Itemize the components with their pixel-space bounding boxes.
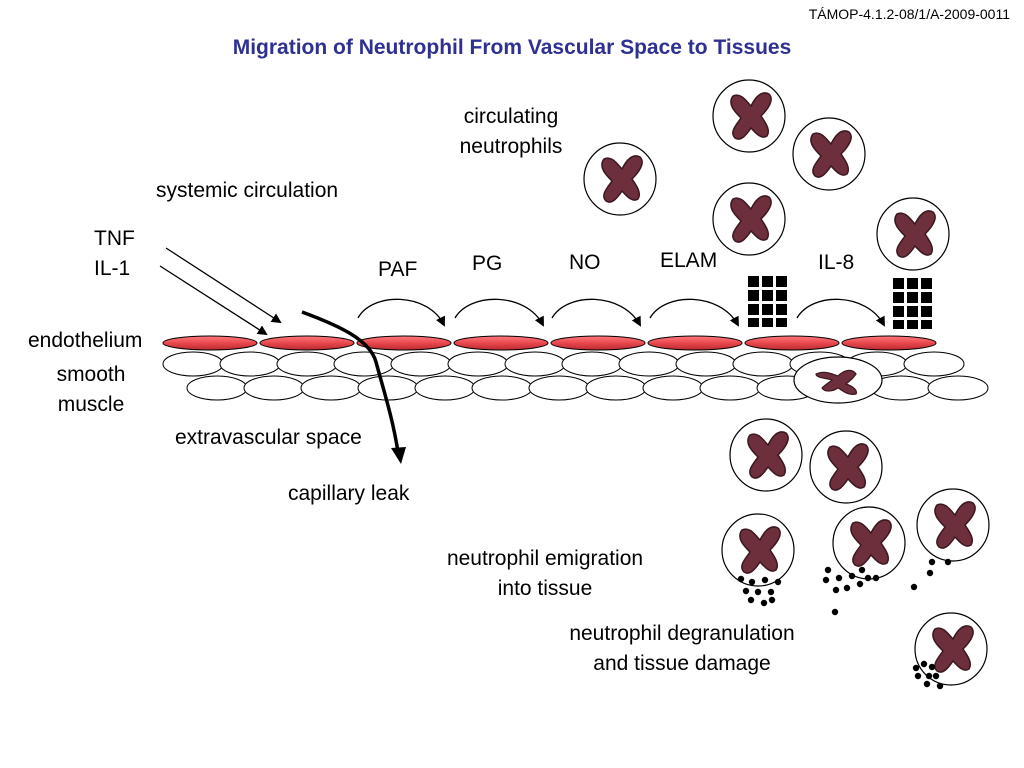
- neutrophil-cell: [583, 142, 657, 216]
- neutrophil-cell: [876, 197, 950, 271]
- neutrophil-emigration-label: neutrophil emigration into tissue: [446, 547, 644, 600]
- tnf-label: TNF: [94, 227, 135, 250]
- neutrophil-cell: [809, 430, 883, 504]
- neutrophil-degranulation-label: neutrophil degranulation and tissue dama…: [569, 622, 795, 675]
- neutrophil-cell: [712, 182, 786, 256]
- il1-label: IL-1: [94, 257, 131, 280]
- tnf-arrow: [165, 247, 282, 324]
- circulating-neutrophils-label: circulating neutrophils: [459, 105, 563, 158]
- released-granules: [737, 558, 952, 690]
- mediator-label: PG: [472, 252, 503, 275]
- neutrophil-cell: [792, 117, 866, 191]
- diagram-title: Migration of Neutrophil From Vascular Sp…: [232, 36, 792, 59]
- capillary-leak-label: capillary leak: [288, 482, 410, 505]
- mediator-label: IL-8: [818, 251, 855, 274]
- cascade-arrow-1: [357, 298, 445, 327]
- neutrophil-cell: [721, 513, 795, 587]
- elam-receptor-block: [748, 276, 787, 327]
- neutrophil-cell: [914, 612, 988, 686]
- smooth-muscle-label: smooth muscle: [56, 363, 126, 416]
- migrating-neutrophil: [793, 356, 883, 404]
- il1-arrow: [159, 265, 268, 336]
- extravascular-space-label: extravascular space: [175, 426, 362, 449]
- il8-receptor-block: [893, 278, 932, 329]
- capillary-leak-arrowhead: [391, 447, 406, 464]
- mediator-label: ELAM: [660, 249, 718, 272]
- mediator-label: NO: [569, 251, 601, 274]
- cascade-arrow-3: [551, 298, 641, 327]
- neutrophil-cell: [832, 506, 906, 580]
- capillary-leak-arrow: [301, 310, 400, 453]
- cascade-arrow-4: [649, 298, 739, 327]
- endothelium-layer: [162, 335, 937, 351]
- neutrophil-cell: [729, 418, 803, 492]
- cascade-arrow-2: [454, 298, 544, 327]
- neutrophil-cell: [916, 488, 990, 562]
- mediator-label: PAF: [378, 258, 418, 281]
- project-code-label: TÁMOP-4.1.2-08/1/A-2009-0011: [808, 6, 1010, 22]
- systemic-circulation-label: systemic circulation: [156, 179, 339, 202]
- neutrophil-cell: [712, 79, 786, 153]
- endothelium-label: endothelium: [28, 329, 143, 352]
- cascade-arrow-5: [796, 298, 885, 327]
